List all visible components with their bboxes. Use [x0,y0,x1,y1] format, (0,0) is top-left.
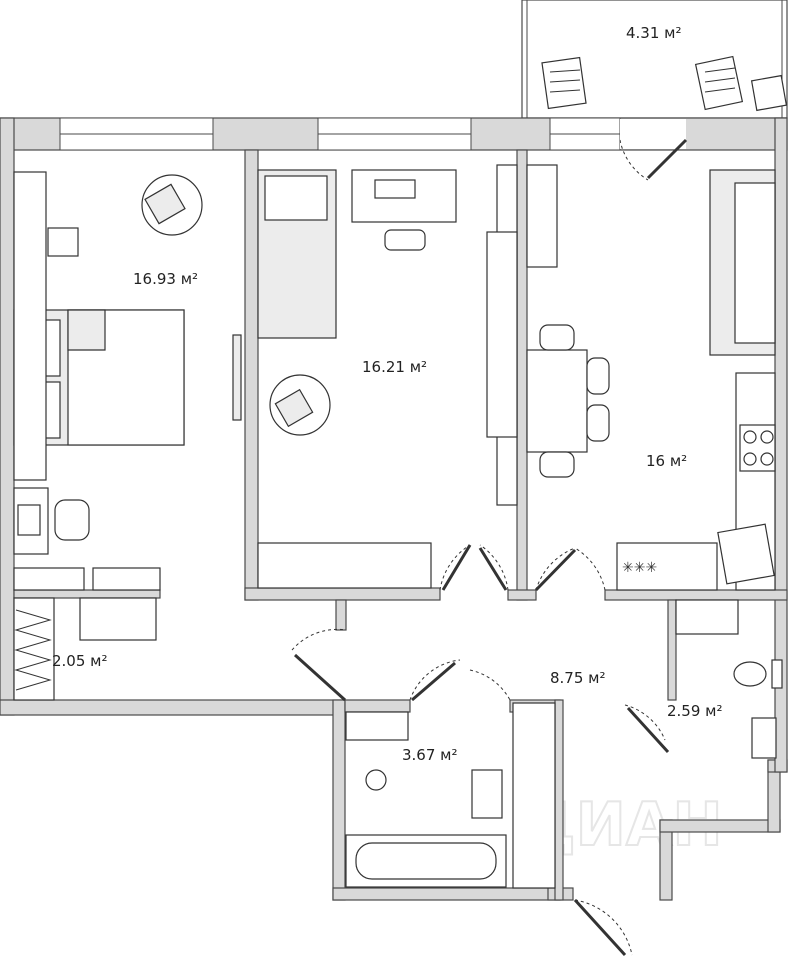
shelf-icon [257,542,432,589]
nightstand-icon [47,227,79,257]
tv-icon [232,334,242,421]
area-storage: 2.05 м² [52,652,108,670]
area-toilet: 2.59 м² [667,702,723,720]
wardrobe-icon [486,164,518,506]
doors [291,138,688,957]
balcony [521,0,788,119]
sink-icon [751,717,777,759]
room-labels: 4.31 м² 16.93 м² 16.21 м² 16 м² 2.05 м² … [52,24,723,764]
boiler-icon [365,769,387,791]
washer-icon [345,711,409,741]
svg-text:✳✳✳: ✳✳✳ [622,560,657,576]
area-bathroom: 3.67 м² [402,746,458,764]
tv-icon [526,164,558,268]
sink-icon [471,769,503,819]
dining-table-icon [526,324,610,478]
wardrobe-icon [512,702,556,889]
interior-walls [13,149,788,901]
washing-machine-icon [675,599,739,635]
chair-icon [694,55,744,111]
wardrobe-icon [13,597,55,701]
table-icon [750,74,788,112]
furniture: ✳✳✳ [13,164,783,889]
armchair-icon [141,174,203,236]
area-room2: 16.21 м² [362,358,427,376]
shelf-icon [13,567,161,641]
area-balcony: 4.31 м² [626,24,682,42]
sofa-icon [709,169,776,356]
desk-icon [351,169,457,251]
area-bedroom: 16.93 м² [133,270,198,288]
windows [59,117,686,151]
area-kitchen-living: 16 м² [646,452,687,470]
desk-icon [13,487,90,555]
bathtub-icon [345,834,507,888]
wardrobe-icon [13,171,47,481]
toilet-icon [733,659,783,689]
area-hallway: 8.75 м² [550,669,606,687]
armchair-icon [269,374,331,436]
chair-icon [541,56,587,110]
bed-icon [257,169,337,339]
kitchen-counter-icon: ✳✳✳ [616,372,776,591]
